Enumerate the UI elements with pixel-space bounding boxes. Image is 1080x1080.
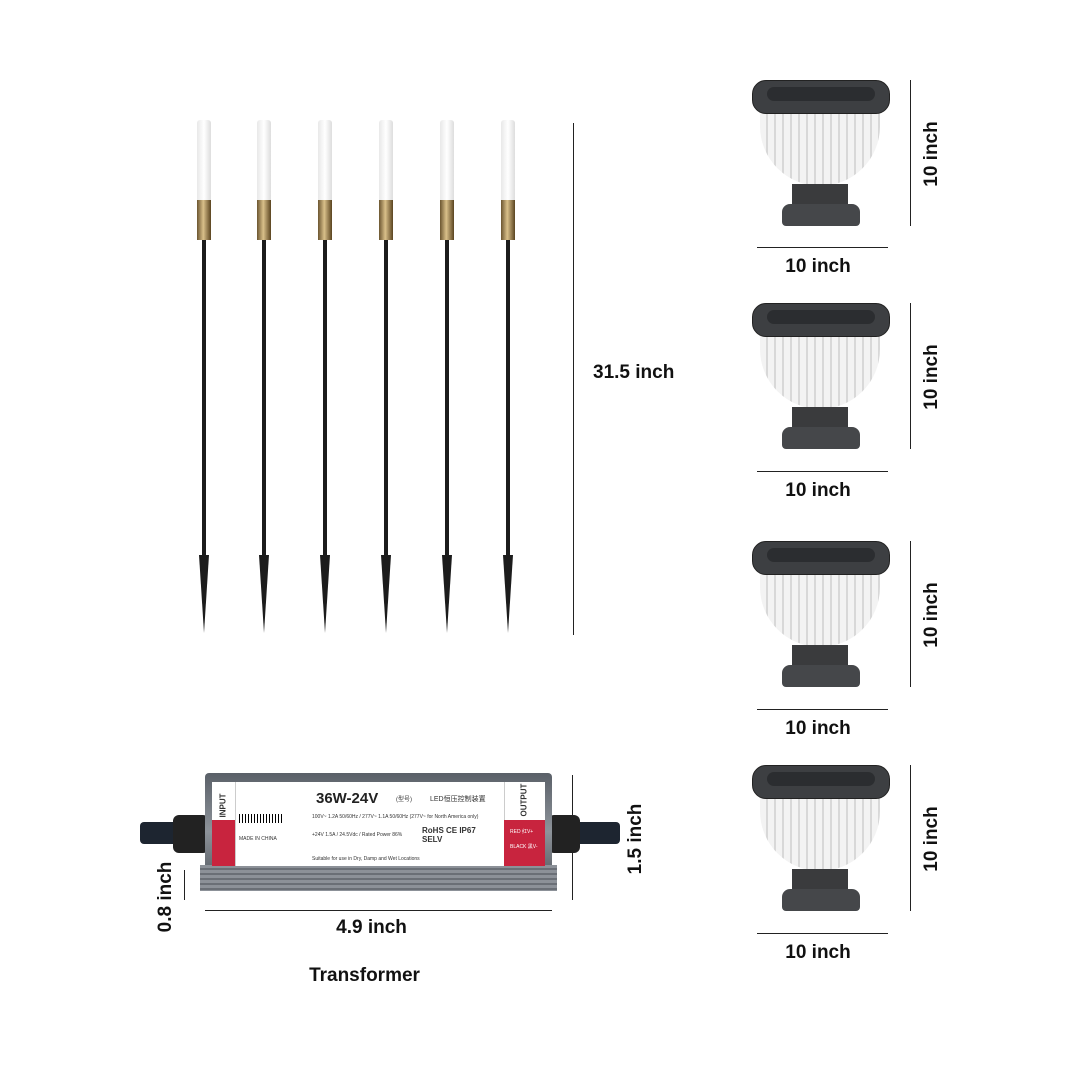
stake-light — [318, 120, 332, 635]
lamp-width-line — [757, 933, 888, 934]
stake-light — [440, 120, 454, 635]
lamp-width-line — [757, 709, 888, 710]
post-lamp — [752, 541, 890, 689]
lamp-height-line — [910, 80, 911, 226]
post-lamp — [752, 80, 890, 228]
transformer-height-line — [572, 775, 573, 900]
lamp-width-label: 10 inch — [785, 718, 851, 739]
transformer-length-label: 4.9 inch — [336, 917, 407, 938]
transformer-caption: Transformer — [309, 965, 420, 986]
stake-light — [501, 120, 515, 635]
lamp-width-line — [757, 471, 888, 472]
stake-dimension-line — [573, 123, 574, 635]
stake-light — [197, 120, 211, 635]
lamp-width-label: 10 inch — [785, 942, 851, 963]
transformer-label: INPUT MADE IN CHINA 36W-24V (型号) LED恒压控制… — [212, 782, 545, 866]
output-cable — [575, 822, 620, 844]
input-cable — [140, 822, 180, 844]
stake-light — [257, 120, 271, 635]
lamp-height-label: 10 inch — [921, 582, 942, 648]
lamp-height-label: 10 inch — [921, 121, 942, 187]
lamp-height-label: 10 inch — [921, 344, 942, 410]
lamp-height-line — [910, 541, 911, 687]
transformer-depth-line — [184, 870, 185, 900]
lamp-width-label: 10 inch — [785, 480, 851, 501]
lamp-width-line — [757, 247, 888, 248]
lamp-height-label: 10 inch — [921, 806, 942, 872]
transformer-height-label: 1.5 inch — [625, 803, 646, 875]
post-lamp — [752, 765, 890, 913]
stake-height-label: 31.5 inch — [593, 362, 675, 383]
transformer-depth-label: 0.8 inch — [155, 861, 176, 933]
lamp-width-label: 10 inch — [785, 256, 851, 277]
lamp-height-line — [910, 765, 911, 911]
lamp-height-line — [910, 303, 911, 449]
transformer-length-line — [205, 910, 552, 911]
stake-light — [379, 120, 393, 635]
post-lamp — [752, 303, 890, 451]
